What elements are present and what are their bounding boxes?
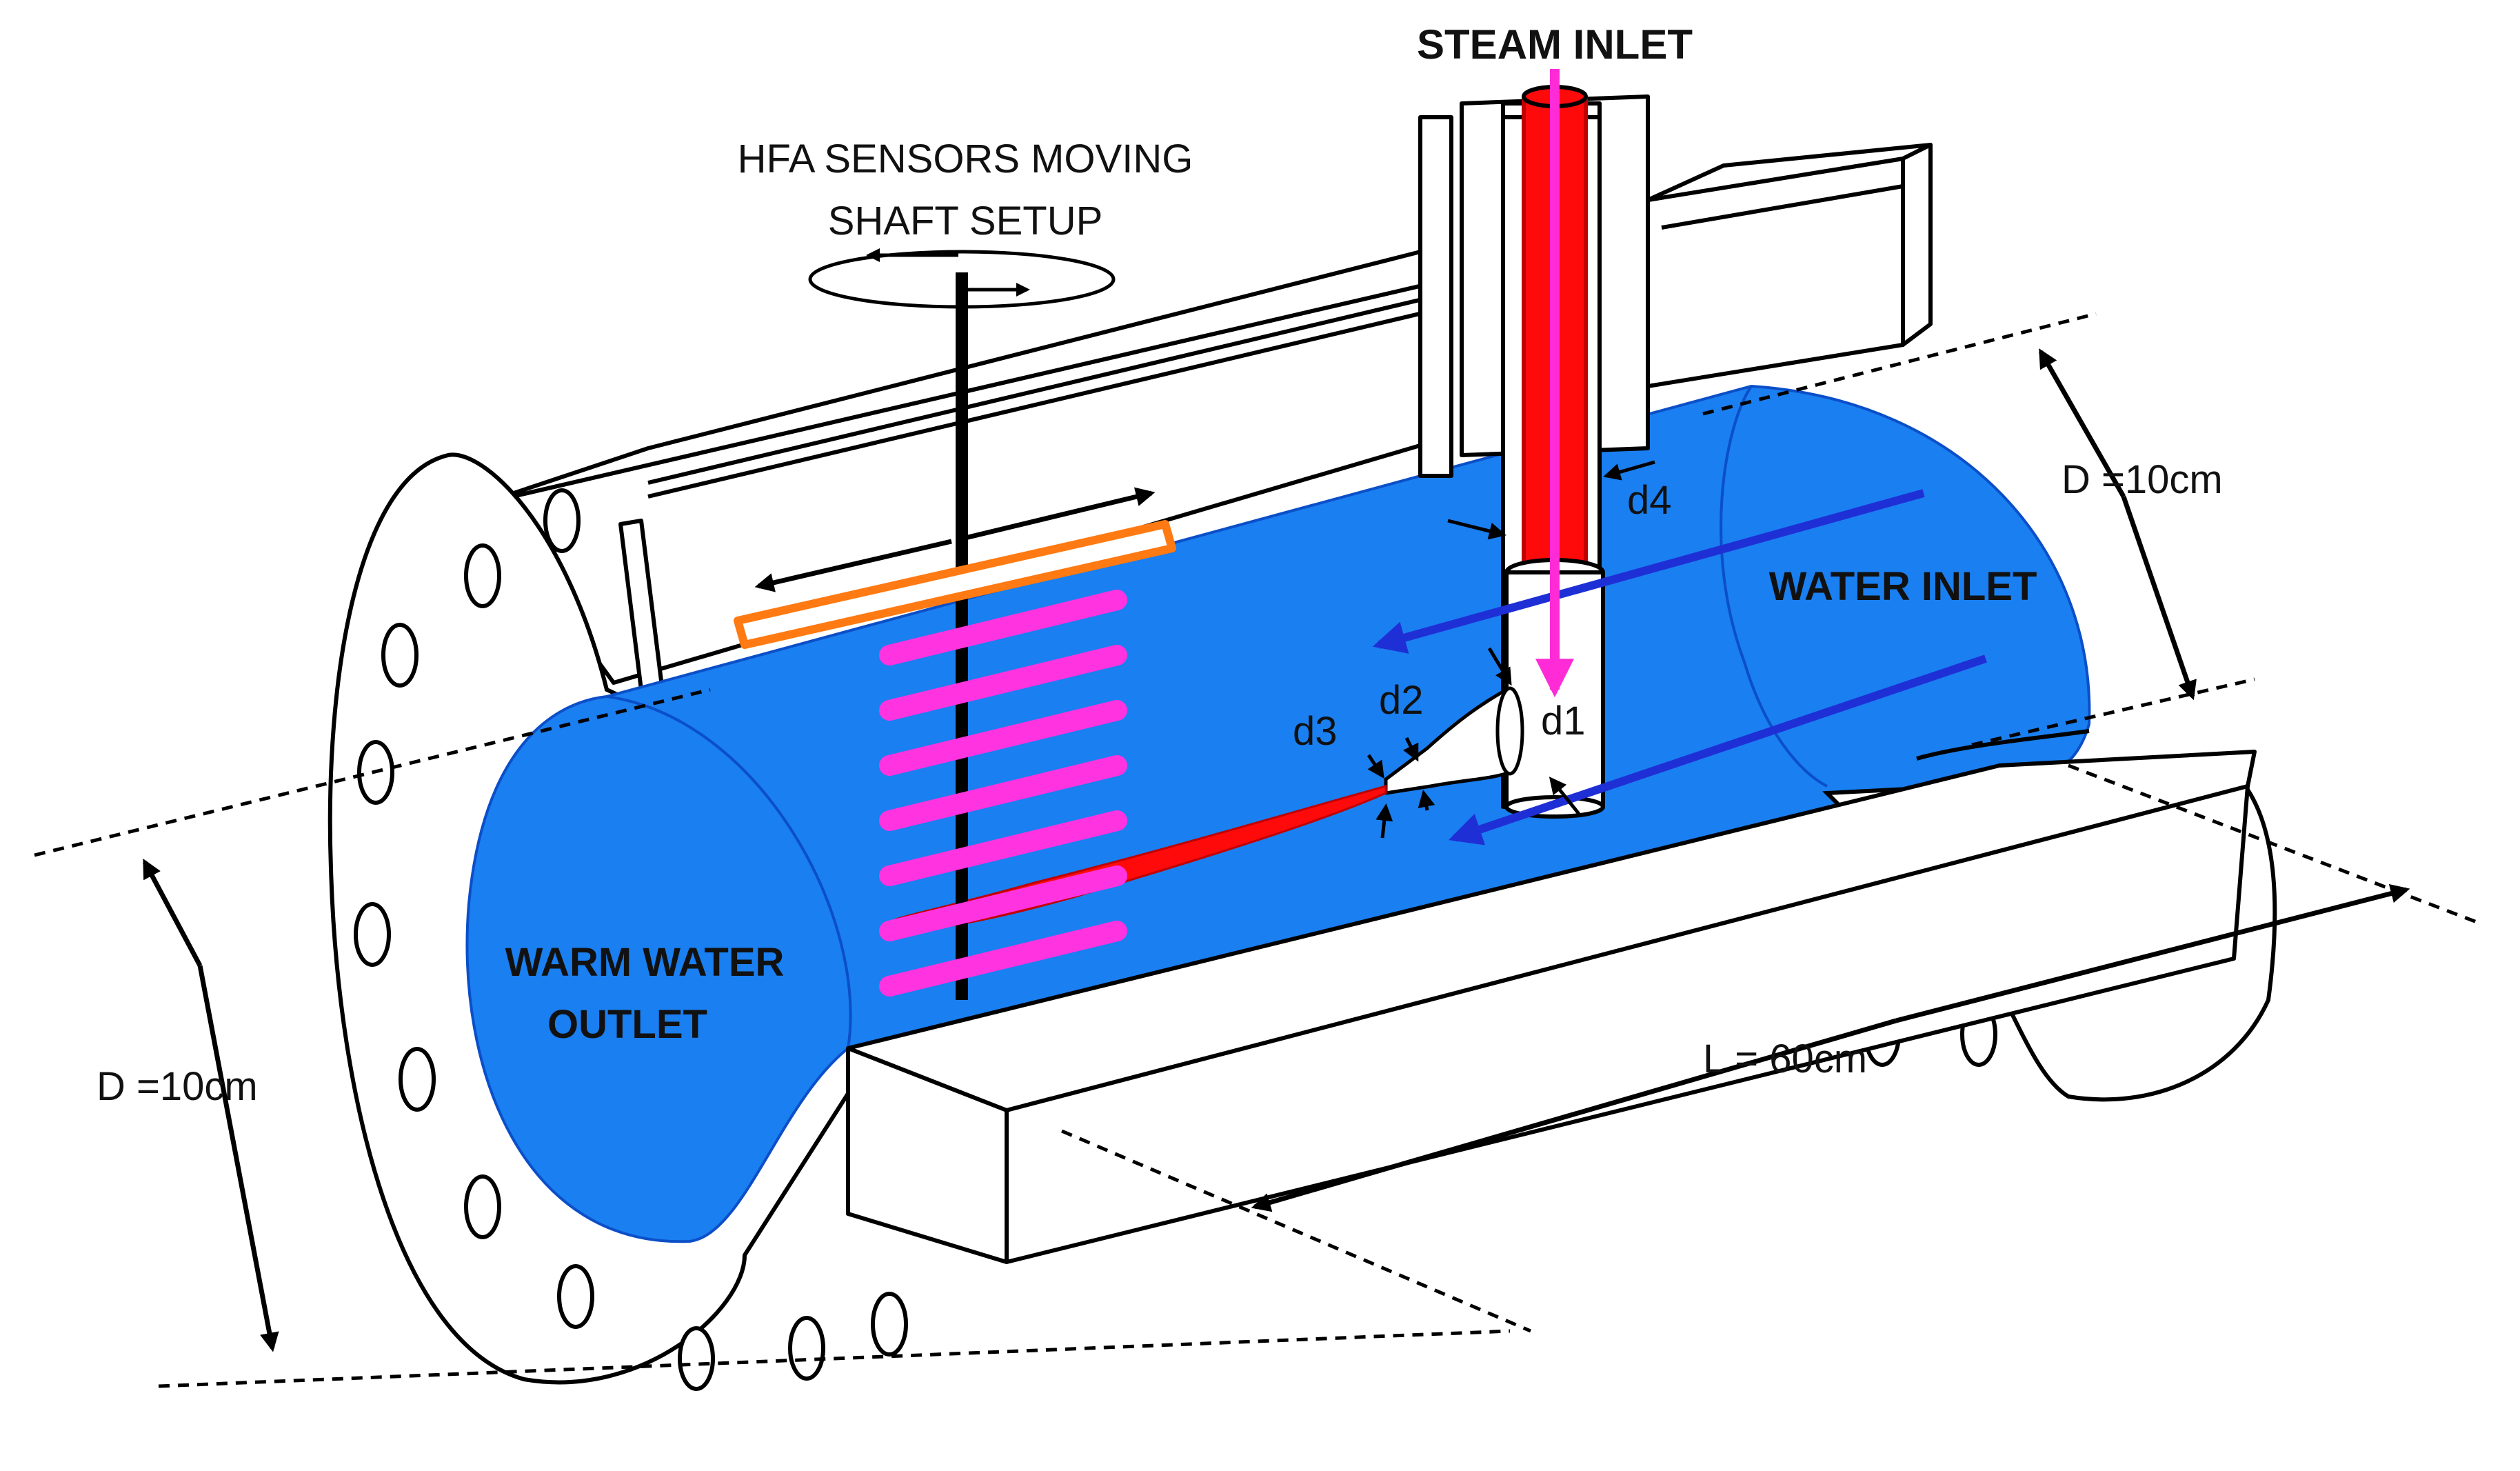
water-region [465, 384, 2091, 1243]
water-flow-arrows [1372, 489, 1987, 845]
right-housing-block [1646, 143, 1933, 388]
outlet-end-face [606, 695, 852, 1049]
hfa-label-line1: HFA SENSORS MOVING [738, 137, 1193, 181]
d4-label: d4 [1627, 478, 1672, 523]
water-inlet-label: WATER INLET [1769, 564, 2037, 609]
hfa-label-line2: SHAFT SETUP [828, 199, 1103, 243]
warm-water-outlet-line1: WARM WATER [505, 940, 785, 985]
nozzle-dimension-ticks [1367, 460, 1655, 839]
inlet-end-face [1720, 385, 1828, 788]
warm-water-outlet-line2: OUTLET [547, 1002, 707, 1047]
d3-label: d3 [1293, 709, 1338, 754]
dimension-lines [34, 312, 2483, 1388]
steam-inlet-label: STEAM INLET [1417, 21, 1693, 68]
nozzle [1384, 686, 1524, 795]
d2-label: d2 [1379, 678, 1424, 723]
d1-label: d1 [1541, 699, 1586, 743]
diameter-right-label: D =10cm [2062, 457, 2223, 502]
dimension-arrows [142, 348, 2410, 1352]
hfa-sensor-array [879, 590, 1127, 997]
length-label: L = 60cm [1703, 1037, 1867, 1081]
traverse-rail [734, 487, 1176, 649]
front-cut-wall [846, 729, 2257, 1264]
diameter-left-label: D =10cm [97, 1064, 258, 1109]
